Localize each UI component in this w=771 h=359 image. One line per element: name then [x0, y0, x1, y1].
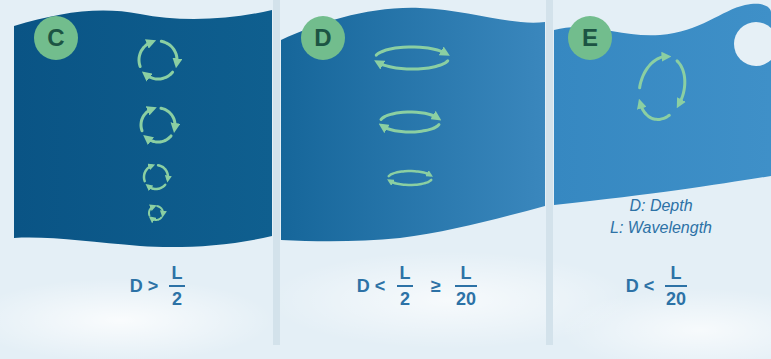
orbit-arrow	[144, 166, 152, 181]
fraction-denominator: 20	[666, 290, 686, 308]
orbit-arrow	[677, 61, 685, 104]
panel-divider	[546, 0, 553, 345]
fraction-bar	[169, 285, 185, 287]
fraction-numerator: L	[172, 264, 183, 282]
fraction-denominator: 2	[400, 290, 410, 308]
panel-badge: C	[34, 16, 78, 60]
formula-term: D <	[626, 277, 655, 295]
breaking-curl	[734, 22, 771, 66]
orbit-arrow	[157, 206, 163, 214]
formula-term: D <	[357, 277, 386, 295]
orbit-arrow	[161, 108, 175, 128]
orbit-arrow	[152, 218, 162, 221]
orbit-arrow	[161, 41, 177, 63]
orbit-arrow	[139, 42, 152, 66]
panel-badge: E	[568, 16, 612, 60]
orbit-arrow	[146, 72, 173, 79]
formula-term: D >	[130, 277, 159, 295]
formula-operator: ≥	[431, 277, 441, 295]
orbit-arrow	[383, 125, 439, 132]
legend-note: L: Wavelength	[610, 219, 712, 237]
fraction-bar	[455, 285, 477, 287]
orbit-arrow	[158, 165, 168, 179]
fraction-numerator: L	[671, 264, 682, 282]
panel-divider	[273, 0, 280, 345]
orbit-arrow	[141, 109, 152, 131]
fraction-denominator: 2	[172, 290, 182, 308]
badge-letter: C	[47, 26, 64, 50]
orbit-arrow	[376, 47, 445, 55]
fraction-bar	[665, 285, 687, 287]
badge-letter: E	[582, 26, 598, 50]
fraction-denominator: 20	[456, 290, 476, 308]
orbit-arrow	[148, 185, 165, 189]
orbit-arrow	[390, 180, 431, 185]
fraction-numerator: L	[461, 264, 472, 282]
intermediate-water-wave	[281, 8, 545, 241]
panel-badge: D	[301, 16, 345, 60]
orbit-arrow	[378, 61, 447, 69]
orbit-arrow	[640, 57, 667, 88]
orbit-arrow	[149, 206, 154, 215]
deep-water-wave	[14, 10, 272, 247]
fraction-numerator: L	[400, 264, 411, 282]
legend-note: D: Depth	[629, 197, 692, 215]
fraction-bar	[397, 285, 413, 287]
orbit-arrow	[640, 104, 669, 120]
orbit-arrow	[389, 171, 430, 176]
badge-letter: D	[314, 26, 331, 50]
orbit-arrows	[139, 41, 685, 220]
orbit-arrow	[381, 112, 437, 119]
orbit-arrow	[147, 136, 171, 142]
